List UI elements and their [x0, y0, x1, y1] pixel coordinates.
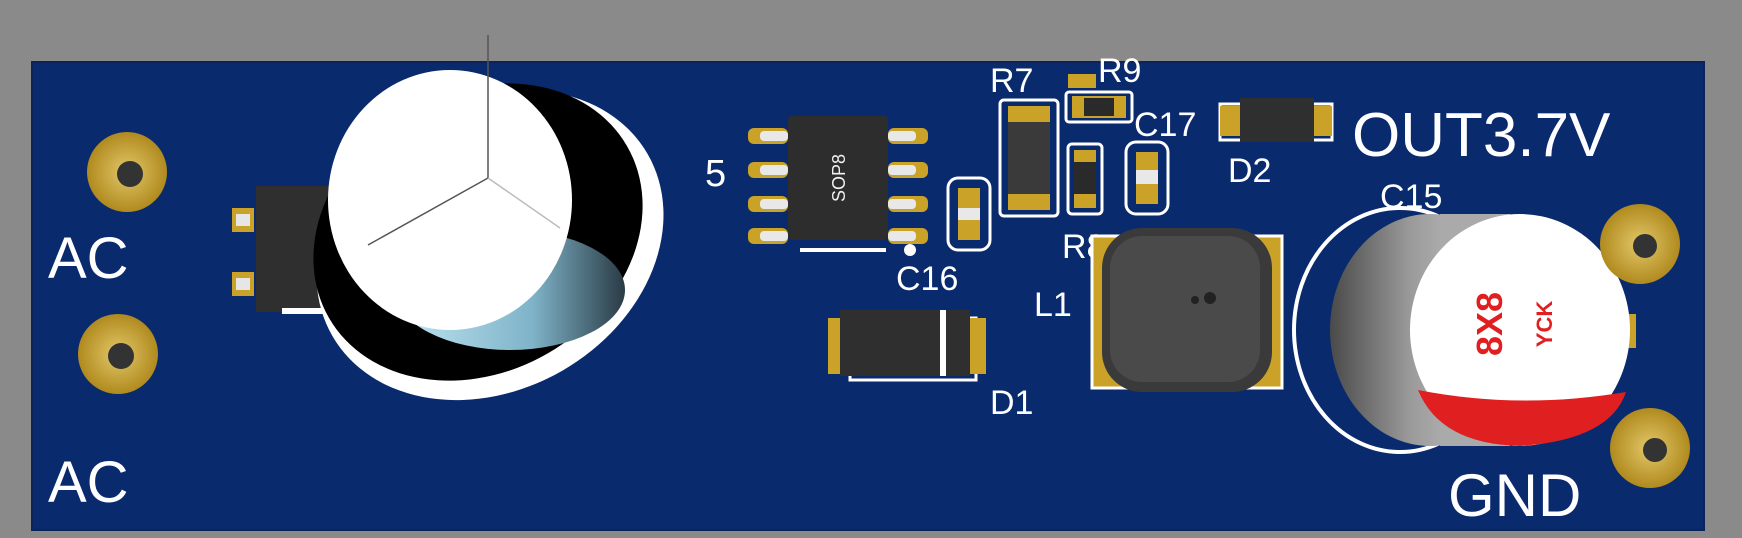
cap-size-mark: 8X8 [1469, 292, 1510, 356]
capacitor-c17 [1124, 140, 1170, 216]
diode-d2 [1218, 98, 1334, 142]
label-ac-bottom: AC [48, 450, 129, 515]
label-r7: R7 [990, 62, 1033, 100]
capacitor-c16 [946, 176, 992, 252]
electrolytic-capacitor [313, 35, 664, 401]
label-r9: R9 [1098, 52, 1141, 90]
sop8-ic: SOP8 [748, 116, 928, 256]
label-c17: C17 [1134, 106, 1196, 144]
label-ac-top: AC [48, 226, 129, 291]
gnd-terminal [1610, 408, 1690, 488]
resistor-r9 [1064, 74, 1134, 124]
label-d1: D1 [990, 384, 1033, 422]
label-partial-left: 5 [705, 153, 726, 195]
inductor-l1 [1090, 228, 1284, 392]
label-gnd: GND [1448, 462, 1581, 529]
out-terminal [1600, 204, 1680, 284]
label-out-voltage: OUT3.7V [1352, 101, 1611, 170]
label-c16: C16 [896, 260, 958, 298]
diode-d1 [828, 310, 986, 382]
label-d2: D2 [1228, 152, 1271, 190]
cap-brand-mark: YCK [1532, 301, 1557, 348]
resistor-r7 [998, 98, 1060, 218]
resistor-r8 [1066, 142, 1104, 216]
pcb-edge [31, 61, 1705, 531]
ac-terminal-bottom [78, 314, 158, 394]
ac-terminal-top [87, 132, 167, 212]
capacitor-c15: 8X8 YCK [1292, 206, 1636, 454]
ic-package-mark: SOP8 [829, 154, 849, 202]
label-l1: L1 [1034, 286, 1072, 324]
